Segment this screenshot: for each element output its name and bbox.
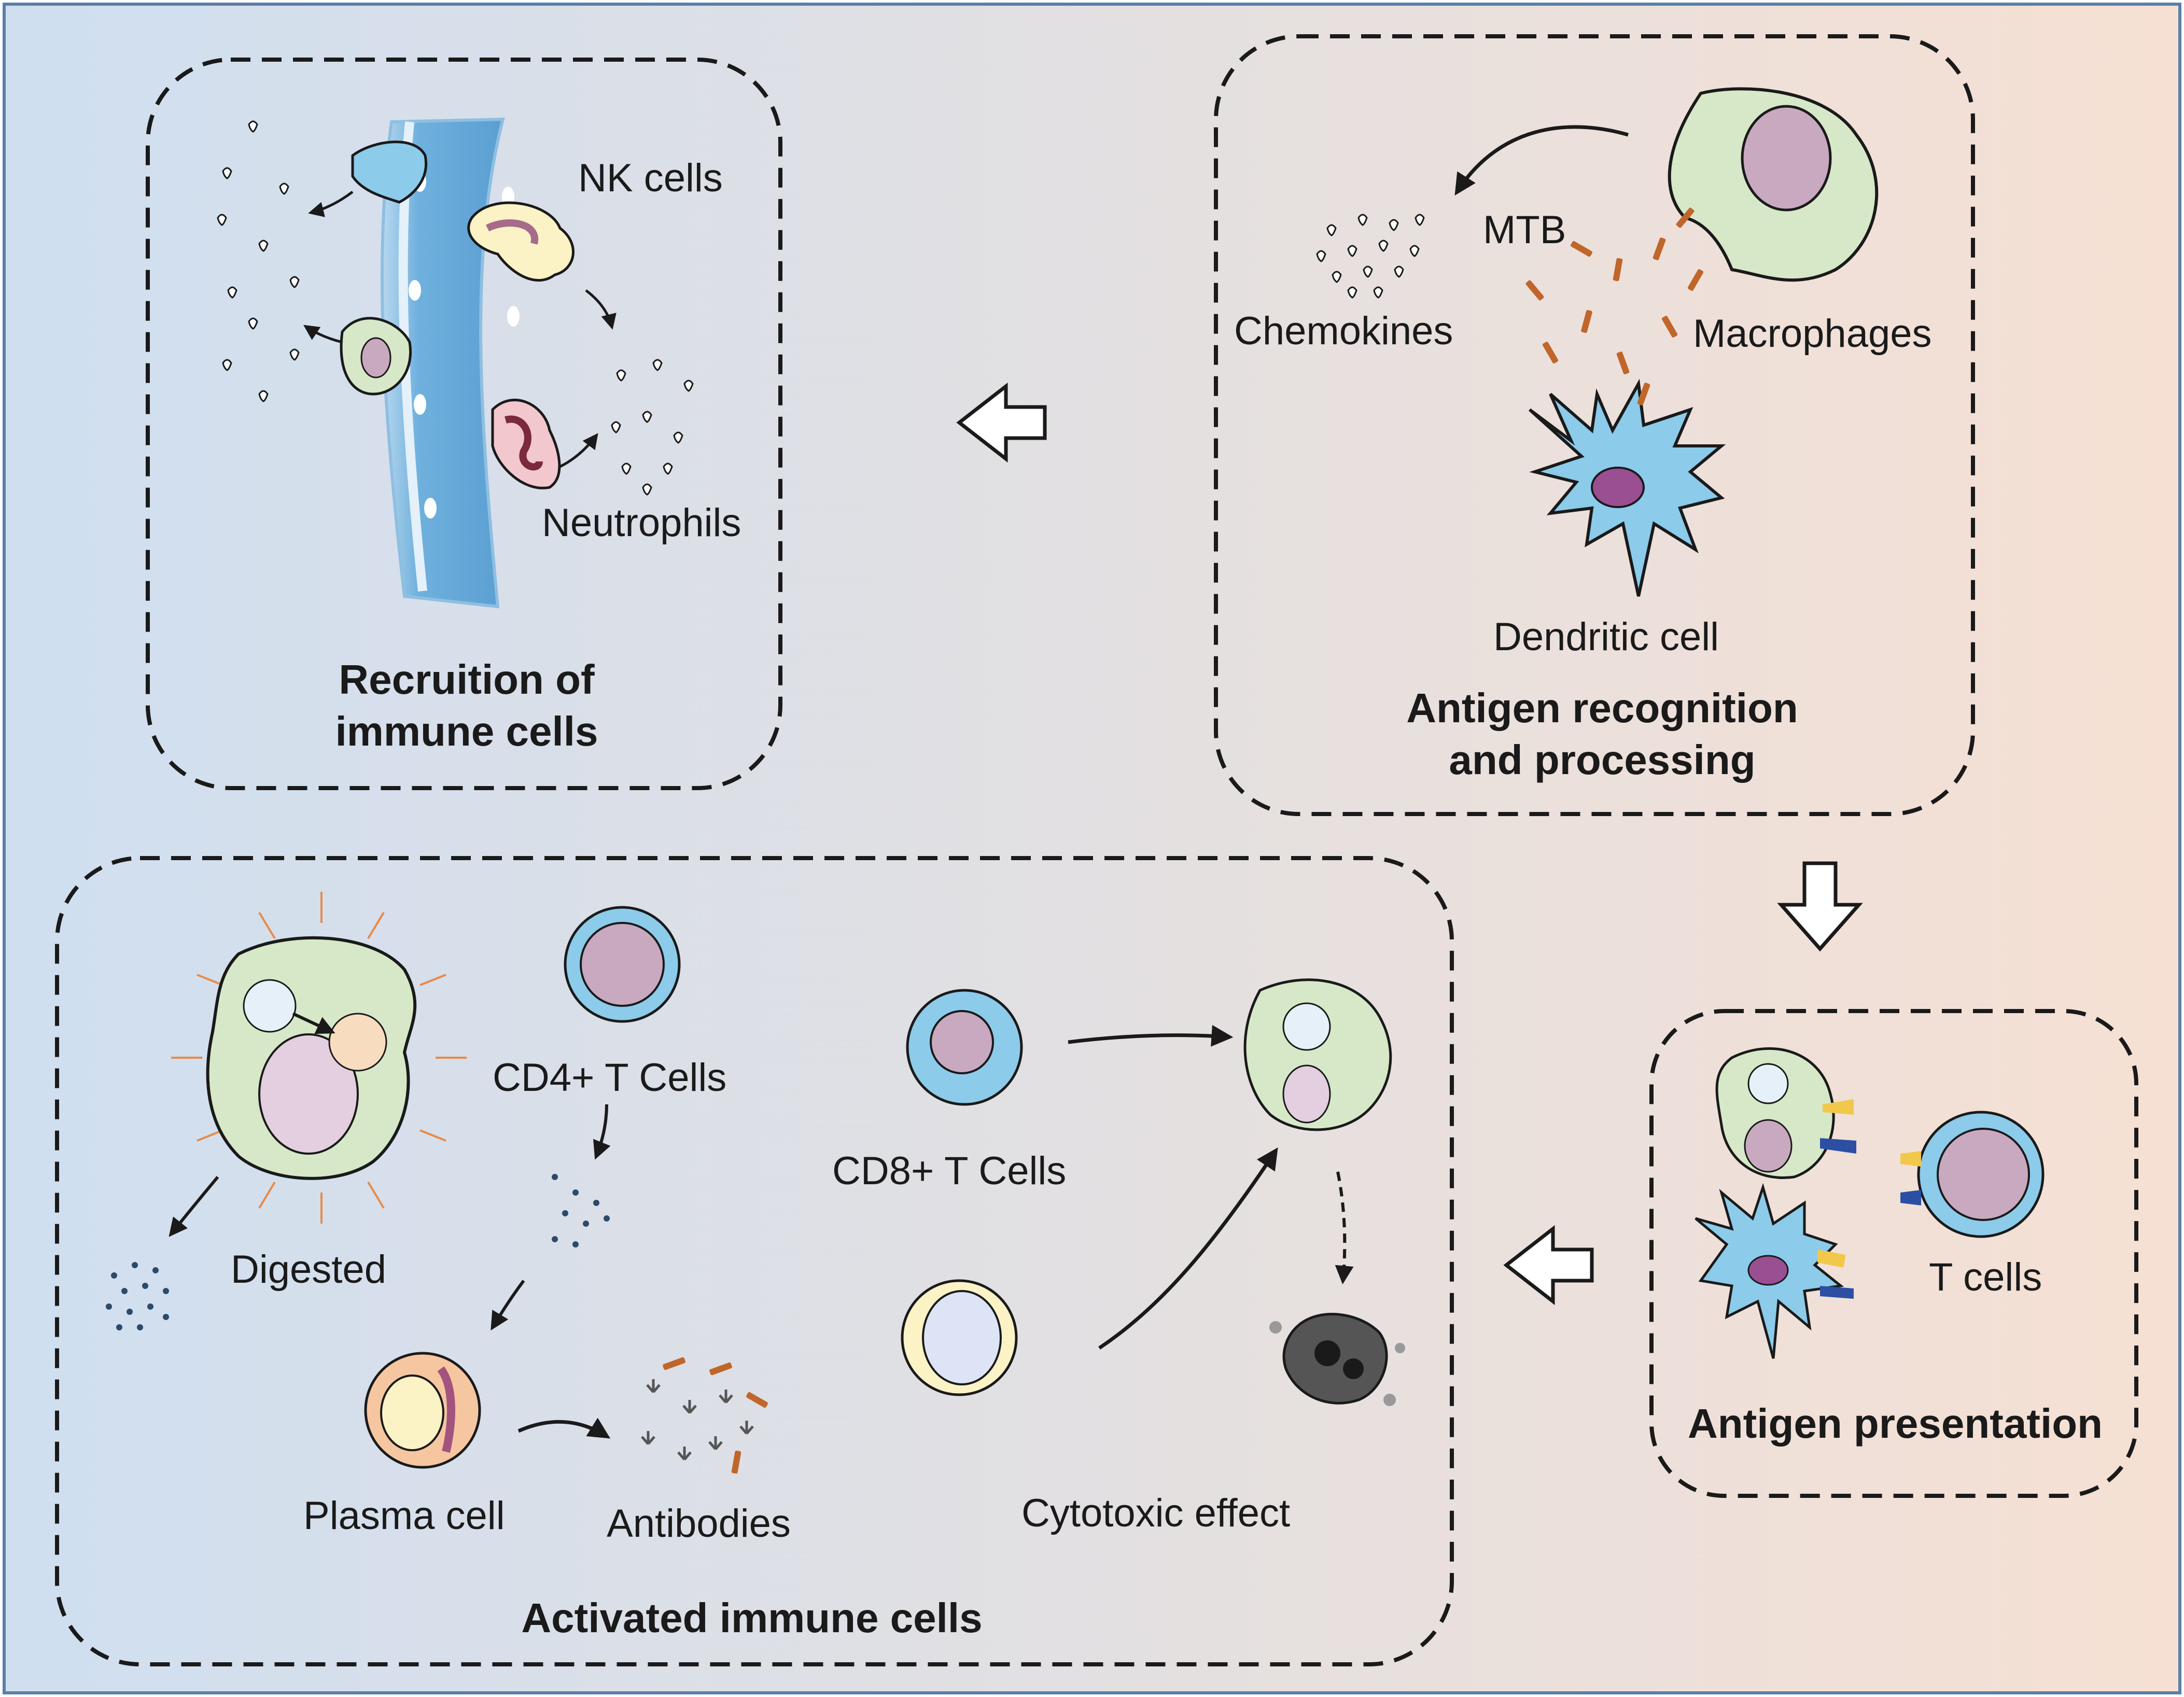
nk-cell-drawing — [467, 201, 575, 282]
label-macrophages: Macrophages — [1693, 312, 1932, 356]
cd8-t-cell-drawing — [906, 989, 1023, 1106]
macrophage-migrating — [340, 317, 412, 396]
panel-recognition — [1214, 34, 1975, 816]
digested-particles — [106, 1262, 169, 1330]
panel-presentation — [1649, 1009, 2138, 1498]
title-recognition-line2: and processing — [1449, 737, 1756, 783]
cd4-t-cell-drawing — [564, 906, 681, 1023]
label-cytotoxic-effect: Cytotoxic effect — [1021, 1491, 1291, 1535]
apc-dendritic-drawing — [1695, 1183, 1854, 1359]
target-death-arrow — [1335, 1171, 1354, 1285]
dead-cell-drawing — [1269, 1313, 1405, 1406]
title-recruitment-line2: immune cells — [335, 708, 598, 754]
cd8-to-target-arrow — [1068, 1025, 1234, 1047]
panel-recruitment — [146, 58, 782, 790]
chemokine-release-arrow — [1454, 125, 1629, 196]
antibodies-cluster — [641, 1379, 754, 1461]
label-mtb: MTB — [1483, 208, 1566, 252]
block-arrow-left-bottom — [1503, 1225, 1594, 1306]
block-arrow-left-top — [956, 382, 1047, 463]
infected-target-cell-drawing — [1243, 978, 1392, 1131]
digesting-macrophage-drawing — [171, 892, 467, 1224]
label-t-cells: T cells — [1929, 1255, 2042, 1299]
cytokine-to-plasma-arrow — [491, 1280, 525, 1331]
cytokine-dots — [552, 1174, 610, 1247]
block-arrow-down — [1777, 861, 1863, 952]
apc-macrophage-drawing — [1715, 1047, 1856, 1179]
title-presentation: Antigen presentation — [1687, 1400, 2103, 1447]
label-plasma-cell: Plasma cell — [303, 1494, 505, 1538]
plasma-to-antibody-arrow — [517, 1418, 611, 1439]
monocyte-migrating — [351, 141, 427, 204]
plasma-cell-drawing — [364, 1352, 481, 1469]
label-nk-cells: NK cells — [578, 156, 723, 200]
nk-to-target-arrow — [1098, 1147, 1278, 1350]
macrophage-drawing — [1668, 87, 1879, 282]
label-neutrophils: Neutrophils — [542, 501, 741, 545]
cd4-arrow — [593, 1104, 611, 1160]
neutrophil-drawing — [491, 399, 561, 489]
dendritic-cell-drawing — [1528, 378, 1726, 597]
digest-arrow — [169, 1176, 219, 1237]
label-cd4-t-cells: CD4+ T Cells — [493, 1056, 727, 1100]
nk-effector-cell-drawing — [901, 1279, 1018, 1396]
panel-activated — [55, 856, 1454, 1666]
label-antibodies: Antibodies — [607, 1502, 791, 1546]
label-digested: Digested — [231, 1247, 386, 1292]
t-cell-drawing — [1900, 1111, 2045, 1238]
recruitment-arrows — [303, 190, 617, 468]
label-chemokines: Chemokines — [1234, 309, 1453, 353]
title-recruitment-line1: Recruition of — [339, 656, 595, 703]
title-recognition-line1: Antigen recognition — [1406, 685, 1798, 731]
title-activated: Activated immune cells — [521, 1595, 983, 1641]
label-dendritic-cell: Dendritic cell — [1493, 615, 1719, 659]
label-cd8-t-cells: CD8+ T Cells — [832, 1149, 1067, 1193]
